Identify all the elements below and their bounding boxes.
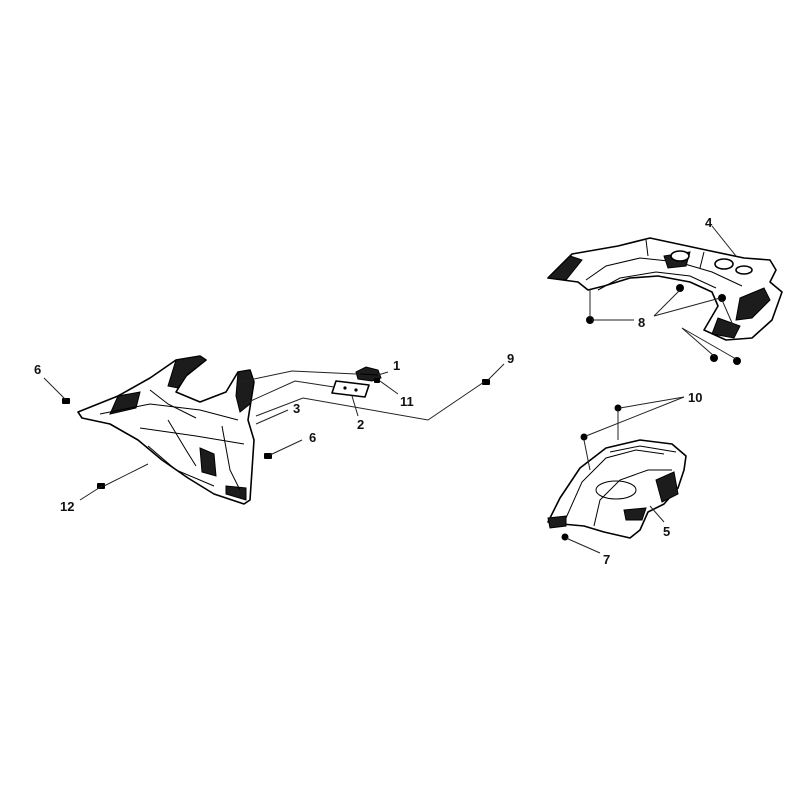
fastener [718,294,726,302]
fastener [710,354,718,362]
callout-7: 7 [603,552,610,567]
callout-labels: 1 2 3 4 5 6 6 7 8 9 10 11 12 [34,215,713,567]
callout-5: 5 [663,524,670,539]
license-plate-bracket [331,380,370,398]
callout-1: 1 [393,358,400,373]
callout-12: 12 [60,499,74,514]
front-cover [77,355,255,505]
callout-11: 11 [400,394,414,409]
fastener [264,453,272,459]
fastener [586,316,594,324]
rear-fender [547,439,687,539]
fastener [374,378,380,383]
reflector [355,366,382,382]
fastener [482,379,490,385]
callout-8: 8 [638,315,645,330]
leader-lines [43,225,737,554]
fastener [676,284,684,292]
fastener [62,398,70,404]
callout-4: 4 [705,215,713,230]
callout-6-left: 6 [34,362,41,377]
rear-carrier [546,237,783,341]
callout-9: 9 [507,351,514,366]
callout-3: 3 [293,401,300,416]
callout-2: 2 [357,417,364,432]
fastener [614,404,622,412]
fastener [561,533,569,541]
callout-6-right: 6 [309,430,316,445]
callout-10: 10 [688,390,702,405]
fastener [580,433,588,441]
